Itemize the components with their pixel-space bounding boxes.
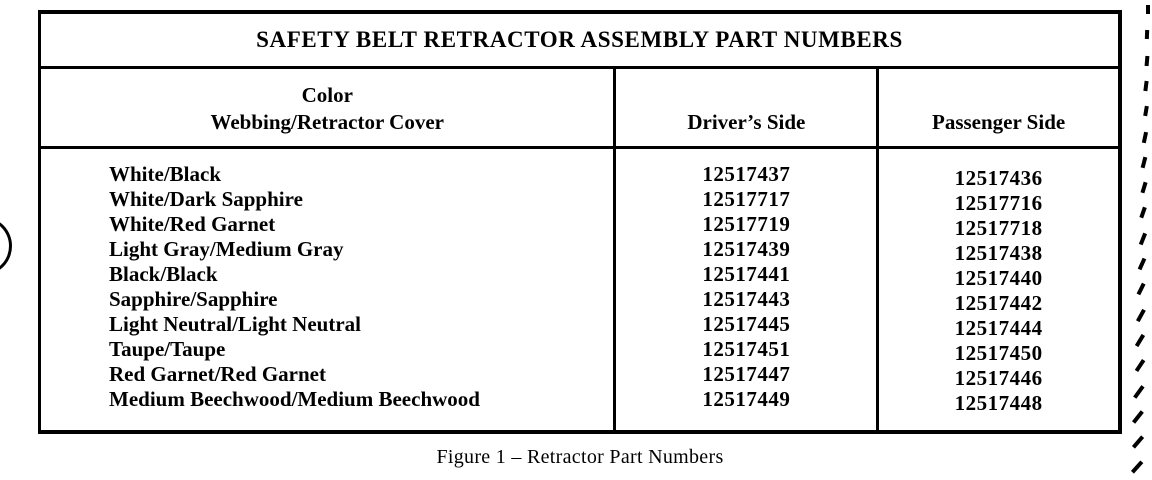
column-header-passenger: Passenger Side	[879, 69, 1118, 149]
driver-cell: 12517439	[702, 237, 791, 261]
perforation-dash	[1131, 435, 1144, 449]
perforation-dash	[1132, 410, 1145, 424]
color-cell: Taupe/Taupe	[109, 337, 226, 361]
passenger-cell: 12517450	[954, 341, 1043, 365]
figure-caption: Figure 1 – Retractor Part Numbers	[436, 446, 724, 468]
color-cell: White/Black	[109, 162, 222, 186]
driver-cell: 12517441	[702, 262, 791, 286]
perforation-dash	[1144, 55, 1150, 66]
perforation-dash	[1134, 359, 1145, 373]
perforation-dash	[1138, 232, 1147, 245]
driver-cell: 12517443	[702, 287, 791, 311]
color-cell: Sapphire/Sapphire	[109, 287, 278, 311]
driver-cell: 12517451	[702, 337, 791, 361]
column-header-color: Color Webbing/Retractor Cover	[41, 69, 614, 149]
color-cell: Light Neutral/Light Neutral	[109, 312, 361, 336]
parts-table: SAFETY BELT RETRACTOR ASSEMBLY PART NUMB…	[38, 10, 1122, 434]
column-header-color-line2: Webbing/Retractor Cover	[210, 109, 444, 134]
color-cell: White/Red Garnet	[109, 212, 276, 236]
color-cell: Light Gray/Medium Gray	[109, 237, 344, 261]
color-cell: Black/Black	[109, 262, 218, 286]
perforation-dash	[1139, 207, 1147, 220]
perforation-dash	[1136, 308, 1146, 322]
passenger-cell: 12517442	[954, 291, 1043, 315]
passenger-cell: 12517444	[954, 316, 1043, 340]
driver-cell: 12517449	[702, 387, 791, 411]
passenger-cell: 12517440	[954, 266, 1043, 290]
perforation-dash	[1146, 5, 1150, 14]
passenger-cell: 12517718	[954, 216, 1043, 240]
passenger-cell: 12517446	[954, 366, 1043, 390]
perforation-dash	[1130, 460, 1144, 475]
driver-cell: 12517445	[702, 312, 791, 336]
table-title: SAFETY BELT RETRACTOR ASSEMBLY PART NUMB…	[41, 14, 1118, 69]
passenger-cell: 12517716	[954, 191, 1043, 215]
passenger-cell: 12517448	[954, 391, 1043, 415]
perforation-dash	[1140, 181, 1148, 194]
passenger-cell: 12517438	[954, 241, 1043, 265]
perforation-dash	[1142, 105, 1149, 117]
perforation-dash	[1136, 283, 1146, 296]
passenger-cell: 12517436	[954, 166, 1043, 190]
perforation-dash	[1141, 156, 1148, 168]
color-cell: White/Dark Sapphire	[109, 187, 303, 211]
driver-cell: 12517437	[702, 162, 791, 186]
driver-cell: 12517447	[702, 362, 791, 386]
column-color: Color Webbing/Retractor Cover White/Blac…	[41, 69, 614, 431]
table-columns: Color Webbing/Retractor Cover White/Blac…	[41, 69, 1118, 431]
color-cell: Red Garnet/Red Garnet	[109, 362, 326, 386]
perforation-dash	[1145, 30, 1150, 40]
binder-hole-arc-mark	[0, 217, 12, 275]
perforation-dash	[1133, 384, 1145, 398]
driver-cell: 12517719	[702, 212, 791, 236]
column-header-driver: Driver’s Side	[616, 69, 877, 149]
perforation-dash	[1141, 131, 1149, 143]
perforation-dash	[1135, 333, 1146, 347]
perforation-dash	[1143, 80, 1149, 91]
perforation-dash	[1137, 257, 1147, 271]
color-cell: Medium Beechwood/Medium Beechwood	[109, 387, 480, 411]
column-header-color-line1: Color	[301, 82, 353, 107]
driver-cell: 12517717	[702, 187, 791, 211]
